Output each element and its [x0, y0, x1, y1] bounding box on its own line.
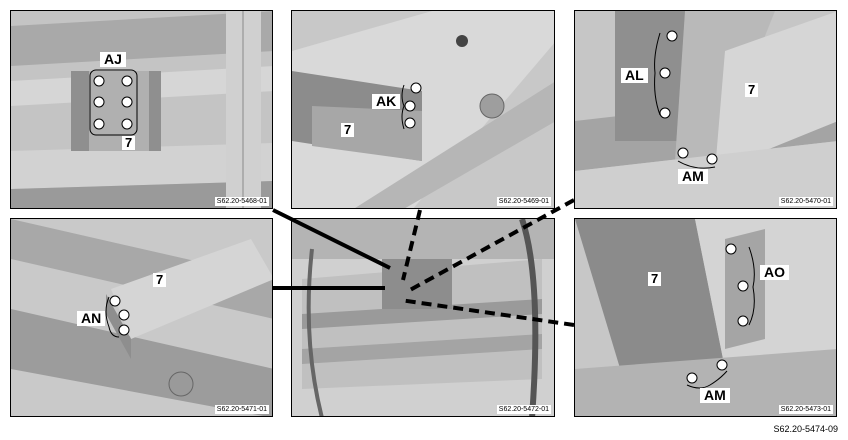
- image-code: S62.20-5470-01: [778, 197, 833, 206]
- part-number-label: 7: [745, 83, 759, 97]
- image-code: S62.20-5471-01: [214, 405, 269, 414]
- panel-illustration: [292, 11, 554, 208]
- weld-points-aj: [89, 69, 138, 136]
- part-number-label: 7: [153, 273, 167, 287]
- weld-points-ao-am: [686, 243, 755, 389]
- image-code: S62.20-5468-01: [214, 197, 269, 206]
- image-code: S62.20-5469-01: [496, 197, 551, 206]
- weld-label-al: AL: [621, 68, 648, 83]
- weld-points-al-am: [654, 30, 718, 169]
- weld-label-ak: AK: [372, 94, 401, 109]
- part-number-label: 7: [122, 136, 136, 150]
- detail-panel-an: AN 7 S62.20-5471-01: [10, 218, 273, 417]
- image-code: S62.20-5473-01: [778, 405, 833, 414]
- weld-label-am: AM: [678, 169, 708, 184]
- detail-panel-aj: AJ 7 S62.20-5468-01: [10, 10, 273, 209]
- panel-illustration: [11, 11, 272, 208]
- weld-label-an: AN: [77, 311, 106, 326]
- detail-panel-al: AL AM 7 S62.20-5470-01: [574, 10, 837, 209]
- detail-panel-ak: AK 7 S62.20-5469-01: [291, 10, 555, 209]
- image-code: S62.20-5472-01: [496, 405, 551, 414]
- figure-code: S62.20-5474-09: [773, 424, 838, 434]
- panel-illustration: [11, 219, 272, 416]
- panel-illustration: [292, 219, 554, 416]
- weld-label-ao: AO: [760, 265, 789, 280]
- weld-points-ak: [401, 82, 422, 130]
- weld-label-am: AM: [700, 388, 730, 403]
- part-number-label: 7: [648, 272, 662, 286]
- weld-points-an: [105, 295, 130, 338]
- panel-illustration: [575, 219, 836, 416]
- weld-label-aj: AJ: [100, 52, 126, 67]
- overview-panel: S62.20-5472-01: [291, 218, 555, 417]
- detail-panel-ao: AO AM 7 S62.20-5473-01: [574, 218, 837, 417]
- part-number-label: 7: [341, 123, 355, 137]
